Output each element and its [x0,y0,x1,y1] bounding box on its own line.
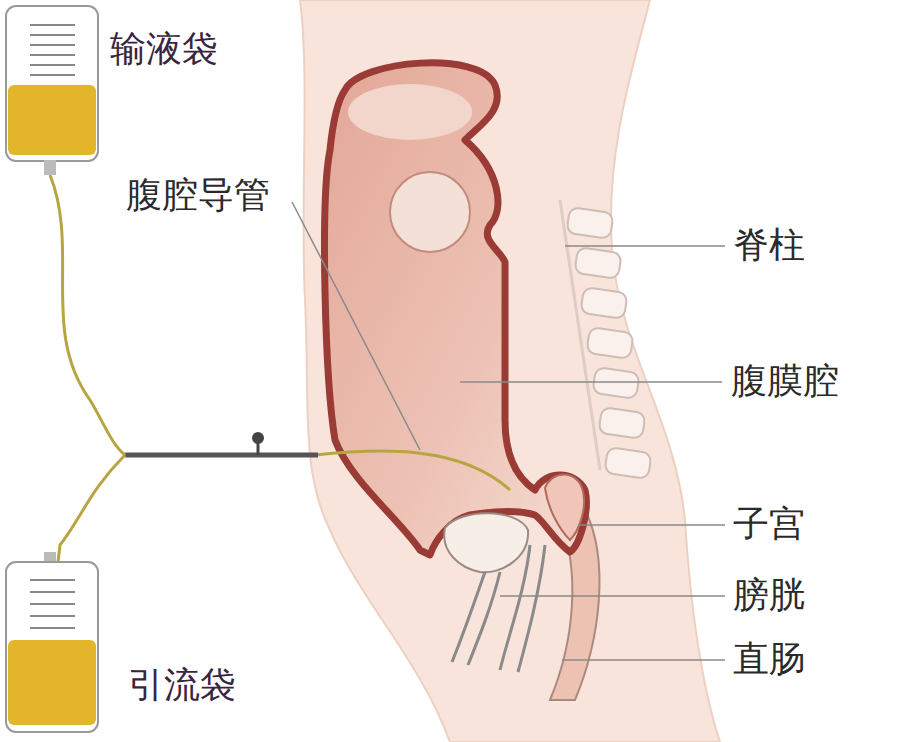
body-silhouette [300,0,720,742]
leader-lines [292,202,725,660]
clamp-stem [257,438,260,455]
peritoneal-cavity [325,63,587,555]
catheter-external [125,453,318,458]
part-label: 腹膜腔 [731,360,839,401]
bag-label: 引流袋 [128,664,236,705]
part-label: 膀胱 [733,574,805,615]
infusion-tube [50,175,125,455]
part-label: 腹腔导管 [126,174,270,215]
drain-tube [58,455,125,562]
intestine-loop [390,172,470,252]
part-label: 子宫 [733,503,805,544]
urethra [452,545,545,672]
liver [348,84,472,140]
infusion-bag [6,6,98,175]
drainage-bag [6,552,98,732]
part-label: 直肠 [733,638,805,679]
bag-label: 输液袋 [110,28,218,69]
uterus [545,475,584,541]
catheter-inner [315,451,510,490]
bladder [444,513,528,572]
part-label: 脊柱 [733,224,805,265]
spine [560,200,652,479]
